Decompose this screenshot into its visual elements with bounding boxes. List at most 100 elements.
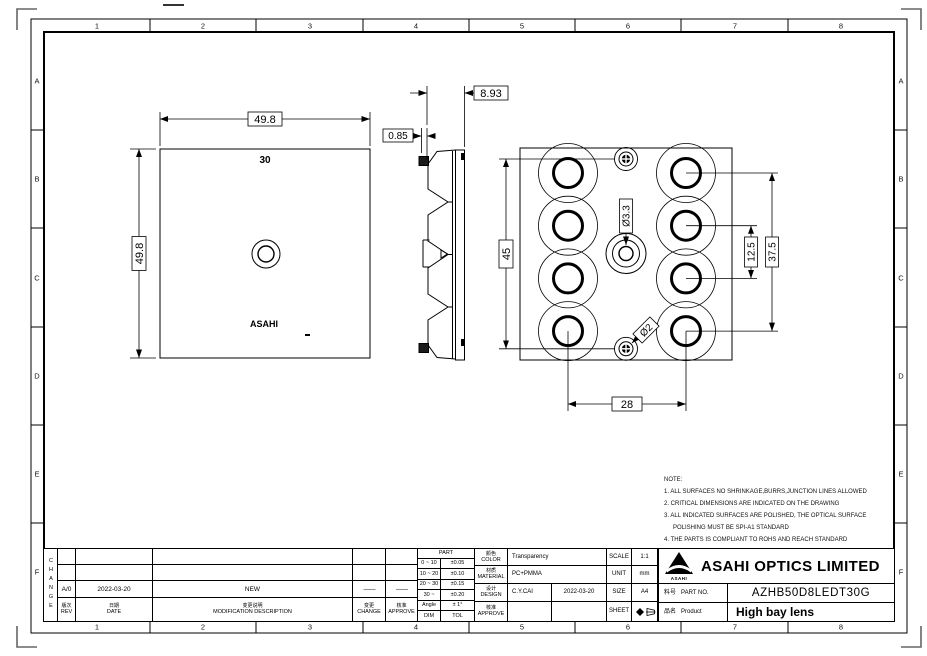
tolerance-range: 0 ~ 10 [418,559,440,568]
product-value: High bay lens [728,603,894,621]
company-title-block: ASAHI ASAHI OPTICS LIMITED 料号 PART NO. A… [658,548,894,621]
info-table: 颜色 COLOR Transparency SCALE 1:1 材质 MATER… [474,548,659,621]
revision-change: —— [353,581,385,597]
tolerance-table: PART 0 ~ 10 ±0.05 10 ~ 20 ±0.10 20 ~ 30 … [417,548,475,621]
pin-bottom [614,336,638,361]
tolerance-value: TOL [441,611,474,621]
zone-row-e-right: E [898,469,904,479]
svg-text:49.8: 49.8 [134,243,146,264]
projection-symbol-cell [632,602,657,621]
zone-row-e-left: E [34,469,40,479]
material-value: PC+PMMA [508,566,606,583]
side-view [418,149,465,361]
zone-col-1-top: 1 [94,21,100,31]
size-value: A4 [632,584,657,601]
side-view-dimensions: 0.85 8.93 [382,85,509,160]
notes-block: NOTE: 1. ALL SURFACES NO SHRINKAGE,BURRS… [664,474,886,546]
company-logo: ASAHI [663,551,695,581]
zone-col-4-bottom: 4 [413,622,419,632]
zone-row-a-right: A [898,76,904,86]
svg-text:12.5: 12.5 [747,242,758,262]
tolerance-range: 20 ~ 30 [418,580,440,589]
approve-label: 核准 APPROVE [475,602,507,621]
zone-col-6-top: 6 [625,21,631,31]
product-label: 品名 Product [659,603,727,621]
revision-date: 2022-03-20 [76,581,152,597]
tolerance-value: ±0.15 [441,580,474,589]
color-value: Transparency [508,549,606,565]
note-line: 4. THE PARTS IS COMPLIANT TO ROHS AND RE… [664,537,848,543]
revision-table: CHANGE A/0 2022-03-20 NEW —— —— 版次 REV 日… [44,548,417,621]
front-view-dimensions: 49.8 49.8 [130,111,371,359]
zone-row-d-right: D [898,371,904,381]
zone-col-8-top: 8 [838,21,844,31]
zone-row-a-left: A [34,76,40,86]
tolerance-value: ±0.10 [441,569,474,579]
design-value: C.Y.CAI [508,584,551,601]
revision-header-approve: 核准 APPROVE [386,598,417,621]
revision-description: NEW [153,581,352,597]
zone-row-c-right: C [898,273,904,283]
trim-marks [16,4,922,648]
zone-col-3-top: 3 [307,21,313,31]
svg-text:49.8: 49.8 [254,114,275,126]
front-view: 30 ASAHI [159,148,371,359]
company-header: ASAHI ASAHI OPTICS LIMITED [659,549,894,583]
zone-col-7-bottom: 7 [732,622,738,632]
size-label: SIZE [607,584,631,601]
sheet-label: SHEET [607,602,631,621]
zone-col-3-bottom: 3 [307,622,313,632]
revision-header-description: 变更说明 MODIFICATION DESCRIPTION [153,598,352,621]
zone-col-2-top: 2 [200,21,206,31]
part-no-value: AZHB50D8LEDT30G [728,584,894,602]
material-label: 材质 MATERIAL [475,566,507,583]
notes-title: NOTE: [664,477,683,483]
design-label: 设计 DESIGN [475,584,507,601]
tolerance-range: 30 ~ [418,590,440,600]
revision-approve: —— [386,581,417,597]
color-label: 颜色 COLOR [475,549,507,565]
zone-col-1-bottom: 1 [94,622,100,632]
logo-text: ASAHI [670,576,688,581]
tolerance-range: DIM [418,611,440,621]
zone-row-f-right: F [898,567,904,577]
revision-header-date: 日期 DATE [76,598,152,621]
zone-col-8-bottom: 8 [838,622,844,632]
svg-text:37.5: 37.5 [768,242,779,262]
scale-label: SCALE [607,549,631,565]
tolerance-value: ±0.05 [441,559,474,568]
tolerance-value: ± 1° [441,601,474,610]
scale-value: 1:1 [632,549,657,565]
approve-value [508,602,551,621]
svg-text:ASAHI: ASAHI [250,319,278,329]
svg-text:0.85: 0.85 [388,131,408,142]
note-line: POLISHING MUST BE SPI-A1 STANDARD [673,525,789,531]
zone-col-5-bottom: 5 [519,622,525,632]
tolerance-header: PART [418,549,474,558]
tolerance-value: ±0.20 [441,590,474,600]
unit-label: UNIT [607,566,631,583]
zone-row-b-left: B [34,174,40,184]
svg-text:28: 28 [621,399,633,411]
svg-text:30: 30 [259,155,271,166]
zone-row-c-left: C [34,273,40,283]
revision-rev: A/0 [58,581,75,597]
svg-text:Ø3.3: Ø3.3 [622,205,633,227]
zone-row-b-right: B [898,174,904,184]
note-line: 2. CRITICAL DIMENSIONS ARE INDICATED ON … [664,501,840,507]
zone-col-4-top: 4 [413,21,419,31]
zone-col-5-top: 5 [519,21,525,31]
design-date: 2022-03-20 [552,584,606,601]
zone-row-f-left: F [34,567,40,577]
revision-side-label: CHANGE [44,549,57,621]
part-no-label: 料号 PART NO. [659,584,727,602]
pin-top [614,147,638,171]
back-view [519,143,733,362]
unit-value: mm [632,566,657,583]
revision-header-rev: 版次 REV [58,598,75,621]
note-line: 1. ALL SURFACES NO SHRINKAGE,BURRS,JUNCT… [664,489,867,495]
asahi-triangle-logo-icon [665,552,693,574]
tolerance-range: 10 ~ 20 [418,569,440,579]
